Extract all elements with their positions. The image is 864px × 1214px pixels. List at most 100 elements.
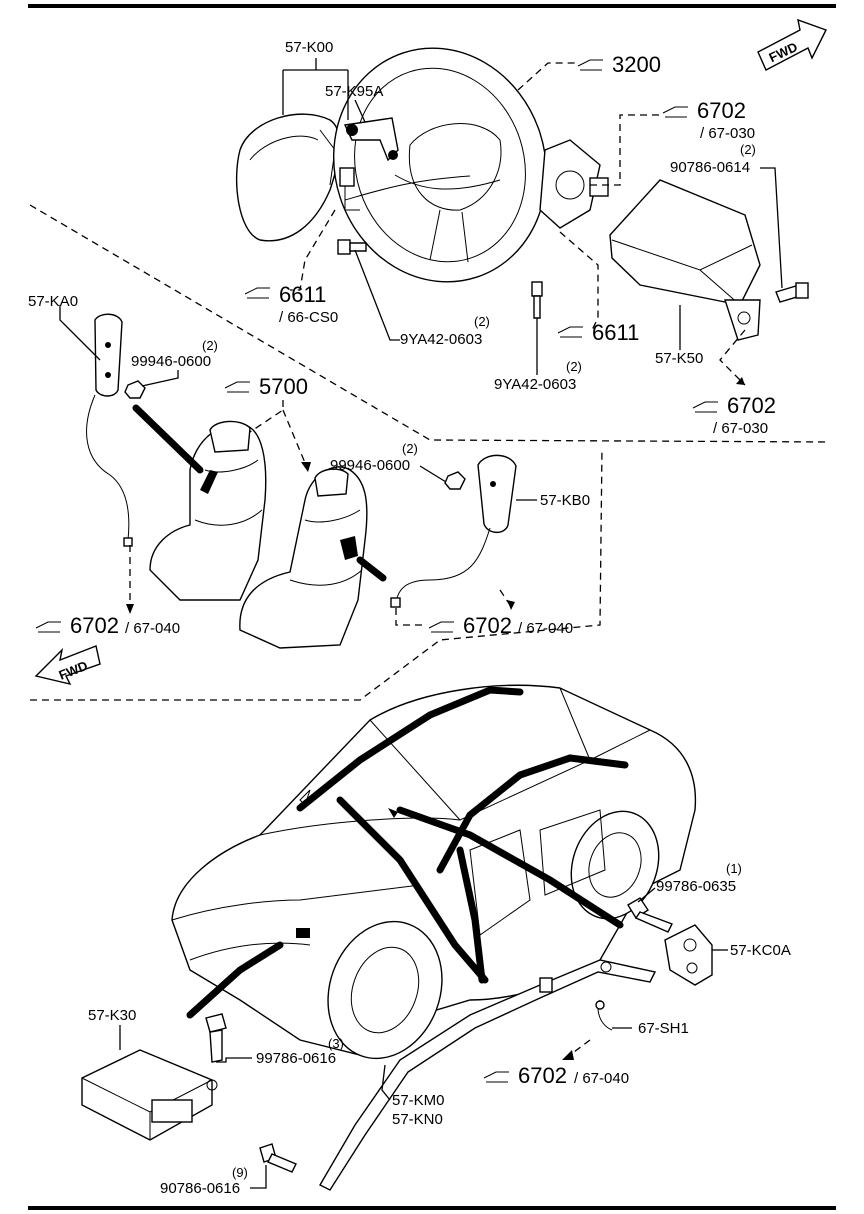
ref-hand-icons	[35, 59, 718, 1083]
passenger-airbag-module	[609, 179, 761, 341]
label-99786-0635: 99786-0635	[656, 878, 736, 895]
hand-icon-6702-a	[662, 106, 688, 118]
leader-57-ka0	[59, 305, 101, 361]
nut-99946-right	[444, 471, 466, 490]
dash-3200	[517, 62, 575, 91]
label-9ya42-b: 9YA42-0603	[494, 376, 576, 393]
dash-6702-e	[569, 1039, 591, 1056]
clip-57-k95a	[343, 117, 399, 162]
leader-9ya42-a	[354, 249, 400, 341]
ref-6702-d: 6702	[463, 613, 512, 638]
label-57-ka0: 57-KA0	[28, 293, 78, 310]
hand-icon-6611-right	[557, 326, 583, 338]
label-90786-0616-b-qty: (9)	[232, 1165, 248, 1180]
seat-airbag-left	[86, 313, 133, 547]
ref-6702-e: 6702	[518, 1063, 567, 1088]
dash-6611-left	[290, 209, 336, 291]
leader-90786-0616-b	[250, 1165, 267, 1189]
hand-icon-6702-b	[692, 401, 718, 413]
sensor-harness-right	[396, 806, 624, 929]
section-divider-lower	[30, 447, 603, 701]
ref-5700: 5700	[259, 374, 308, 399]
arrow-5700	[301, 462, 311, 472]
label-99946-b-qty: (2)	[402, 441, 418, 456]
label-57-k00: 57-K00	[285, 39, 333, 56]
clock-spring-assembly	[539, 139, 609, 229]
label-99946-b: 99946-0600	[330, 457, 410, 474]
leader-57-k00	[282, 58, 349, 120]
curtain-airbag-57-km0	[319, 959, 657, 1191]
ref-6611-left-sub: / 66-CS0	[279, 309, 338, 326]
dash-6702-a	[590, 114, 660, 186]
label-57-k95a: 57-K95A	[325, 83, 383, 100]
fwd-arrow-left: FWD	[34, 645, 101, 686]
ref-6702-b: 6702	[727, 393, 776, 418]
arrow-6702-c	[126, 604, 134, 614]
label-9ya42-a: 9YA42-0603	[400, 331, 482, 348]
leader-99786-0616-a	[216, 1057, 252, 1063]
harness-67-sh1	[595, 999, 613, 1031]
dash-6611-right	[559, 231, 599, 331]
leader-99786-0635	[637, 887, 656, 903]
airbag-connector-harness	[339, 167, 471, 211]
ref-6611-left: 6611	[279, 282, 326, 307]
hand-icon-5700	[224, 381, 250, 393]
roof-marker	[388, 808, 398, 818]
label-99786-0616-a-qty: (3)	[328, 1036, 344, 1051]
seat-right	[239, 466, 368, 649]
label-90786-0616-b: 90786-0616	[160, 1180, 240, 1197]
control-unit-marker	[296, 928, 310, 938]
label-99946-a-qty: (2)	[202, 338, 218, 353]
ref-6702-a: 6702	[697, 98, 746, 123]
car-body	[171, 684, 697, 1060]
label-99946-a: 99946-0600	[131, 353, 211, 370]
label-57-k30: 57-K30	[88, 1007, 136, 1024]
dash-6702-b	[719, 329, 746, 386]
steering-wheel	[332, 47, 548, 283]
hand-icon-6702-c	[35, 621, 61, 633]
label-57-kb0: 57-KB0	[540, 492, 590, 509]
label-57-kc0a: 57-KC0A	[730, 942, 791, 959]
arrow-6702-d	[507, 600, 515, 610]
sensor-harness-front	[186, 941, 284, 1019]
fwd-arrow-top: FWD	[757, 18, 827, 71]
seat-left	[149, 420, 267, 601]
label-99786-0635-qty: (1)	[726, 861, 742, 876]
label-57-km0: 57-KM0	[392, 1092, 445, 1109]
crash-sensor-57-kc0a	[664, 924, 713, 986]
hand-icon-6611-left	[244, 287, 270, 299]
bolt-90786-0616-b	[259, 1143, 297, 1173]
label-57-kn0: 57-KN0	[392, 1111, 443, 1128]
arrow-6702-e	[562, 1050, 574, 1060]
ref-6702-c-sub: / 67-040	[125, 620, 180, 637]
a-pillar-trim	[336, 796, 489, 984]
dash-5700	[249, 400, 309, 471]
curtain-airbag-left-roof	[296, 686, 524, 812]
hand-icon-3200	[577, 59, 603, 71]
ref-6702-c: 6702	[70, 613, 119, 638]
leader-57-k95a	[354, 99, 366, 123]
leader-57-km0	[381, 1064, 391, 1101]
ref-3200: 3200	[612, 52, 661, 77]
srs-control-unit-57-k30	[81, 1049, 218, 1141]
seat-airbag-right-stripe	[356, 556, 387, 582]
bolt-9ya42-left	[337, 239, 367, 255]
label-9ya42-a-qty: (2)	[474, 314, 490, 329]
leader-nut-a	[141, 370, 179, 387]
ref-6702-e-sub: / 67-040	[574, 1070, 629, 1087]
bolt-9ya42-right	[531, 281, 543, 319]
label-57-k50: 57-K50	[655, 350, 703, 367]
ref-6702-b-sub: / 67-030	[713, 420, 768, 437]
seat-airbag-left-stripe	[132, 404, 204, 474]
nut-99946-left	[124, 380, 146, 399]
seat-airbag-right	[390, 454, 517, 608]
ref-6702-d-sub: / 67-040	[518, 620, 573, 637]
leader-nut-b	[419, 465, 447, 483]
b-pillar-trim	[456, 846, 486, 984]
hand-icon-6702-d	[428, 621, 454, 633]
bolt-99786-0616-a	[205, 1013, 227, 1063]
hand-icon-6702-e	[483, 1071, 509, 1083]
driver-airbag-module	[235, 113, 341, 242]
label-99786-0616-a: 99786-0616	[256, 1050, 336, 1067]
bolt-90786-0614	[775, 282, 809, 303]
